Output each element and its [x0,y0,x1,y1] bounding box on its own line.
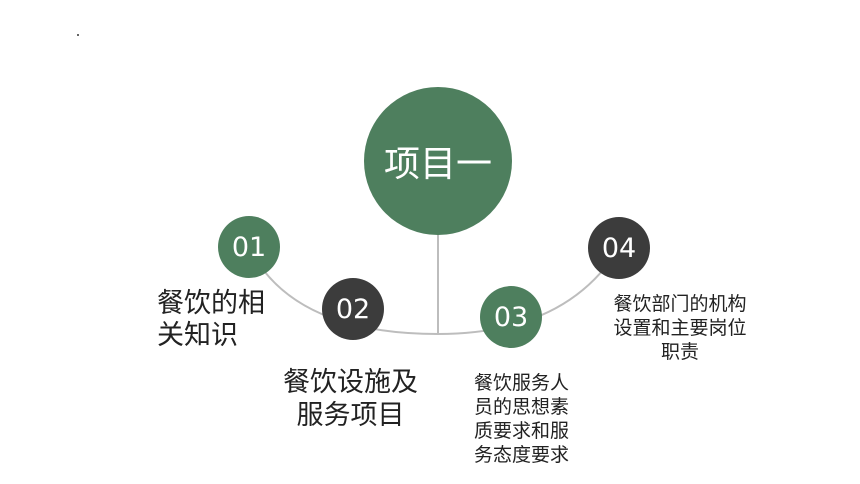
item-04-label: 餐饮部门的机构 设置和主要岗位 职责 [604,292,756,364]
item-01-number: 01 [231,231,267,263]
item-02-label-line: 餐饮设施及 [283,367,418,398]
item-01-label-line: 餐饮的相 [157,288,265,319]
item-03-number: 03 [493,301,529,333]
item-04-label-line: 职责 [660,341,699,363]
item-03-label-line: 员的思想素 [474,396,570,418]
item-03-circle: 03 [480,286,542,348]
main-title-circle: 项目一 [364,87,512,235]
item-01-label: 餐饮的相 关知识 [157,288,265,352]
item-03-label-line: 餐饮服务人 [474,372,570,394]
item-03-label-line: 务态度要求 [474,444,570,466]
main-title: 项目一 [383,144,492,185]
item-04-label-line: 餐饮部门的机构 [613,293,747,315]
item-02-circle: 02 [322,278,384,340]
item-03-label: 餐饮服务人 员的思想素 质要求和服 务态度要求 [474,371,569,467]
item-04-label-line: 设置和主要岗位 [613,317,747,339]
item-03-label-line: 质要求和服 [474,420,570,442]
item-04-circle: 04 [588,217,650,279]
item-01-circle: 01 [218,216,280,278]
item-02-label: 餐饮设施及 服务项目 [283,366,418,432]
decorative-dot [77,34,79,36]
item-02-label-line: 服务项目 [296,400,405,431]
item-01-label-line: 关知识 [157,320,238,351]
item-04-number: 04 [601,232,637,264]
arc-connector [248,246,620,336]
item-02-number: 02 [335,293,371,325]
